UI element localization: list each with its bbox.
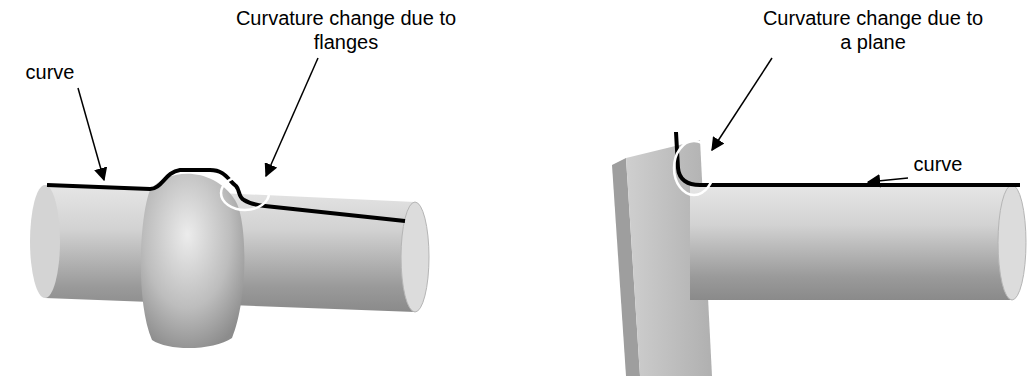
pipe-with-flange bbox=[30, 174, 429, 348]
pipe-and-plane bbox=[612, 140, 1026, 376]
highlight-circle bbox=[221, 176, 269, 210]
highlight-circle bbox=[674, 141, 714, 195]
annotation-label: curve bbox=[20, 60, 80, 84]
curve-line bbox=[47, 170, 405, 221]
leader-arrow bbox=[266, 58, 318, 176]
annotation-label: Curvature change due to flanges bbox=[230, 6, 462, 54]
leader-arrow bbox=[868, 178, 908, 182]
annotation-label: curve bbox=[908, 152, 968, 176]
curve-line bbox=[676, 132, 1020, 185]
leader-arrow bbox=[712, 58, 772, 150]
leader-arrow bbox=[78, 88, 104, 180]
annotation-label: Curvature change due to a plane bbox=[757, 6, 989, 54]
